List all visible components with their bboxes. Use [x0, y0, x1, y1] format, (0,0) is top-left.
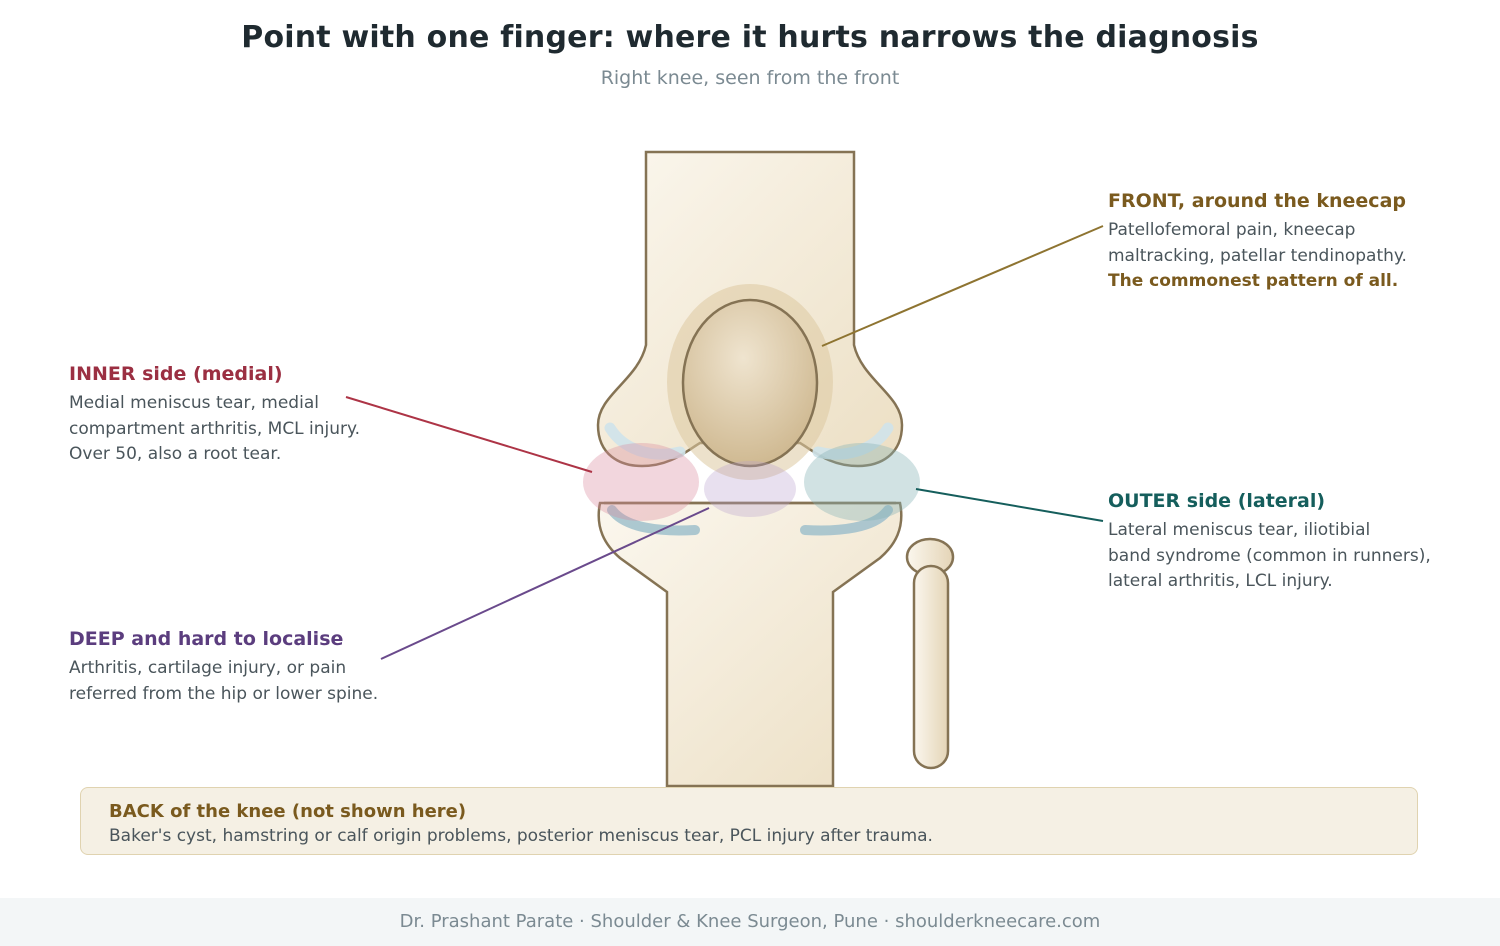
front-callout: FRONT, around the kneecap Patellofemoral… — [1108, 188, 1478, 295]
deep-text: Arthritis, cartilage injury, or pain ref… — [69, 658, 379, 704]
front-text: Patellofemoral pain, kneecap maltracking… — [1108, 220, 1407, 266]
tibia-bone — [597, 501, 903, 788]
back-of-knee-box: BACK of the knee (not shown here) Baker'… — [80, 787, 1418, 855]
page-title: Point with one finger: where it hurts na… — [241, 20, 1259, 55]
fibula-shaft — [912, 564, 950, 770]
lateral-pain-zone — [804, 443, 920, 521]
inner-callout: INNER side (medial) Medial meniscus tear… — [69, 361, 399, 468]
front-emphasis: The commonest pattern of all. — [1108, 271, 1399, 291]
inner-leader — [345, 396, 593, 473]
outer-leader — [915, 488, 1104, 522]
lateral-cartilage — [812, 422, 894, 460]
medial-pain-zone — [583, 443, 699, 521]
deep-heading: DEEP and hard to localise — [69, 628, 344, 650]
back-heading: BACK of the knee (not shown here) — [109, 801, 467, 822]
back-text: Baker's cyst, hamstring or calf origin p… — [109, 826, 933, 846]
footer-text: Dr. Prashant Parate · Shoulder & Knee Su… — [399, 911, 1101, 932]
lateral-meniscus — [800, 505, 893, 536]
patella — [681, 298, 819, 468]
footer: Dr. Prashant Parate · Shoulder & Knee Su… — [0, 898, 1500, 946]
deep-pain-zone — [704, 461, 796, 517]
front-leader — [821, 225, 1104, 347]
medial-cartilage — [604, 422, 686, 460]
outer-heading: OUTER side (lateral) — [1108, 490, 1326, 512]
deep-callout: DEEP and hard to localise Arthritis, car… — [69, 626, 419, 707]
front-heading: FRONT, around the kneecap — [1108, 190, 1406, 212]
inner-text: Medial meniscus tear, medial compartment… — [69, 393, 361, 464]
inner-heading: INNER side (medial) — [69, 363, 283, 385]
outer-callout: OUTER side (lateral) Lateral meniscus te… — [1108, 488, 1478, 595]
page-subtitle: Right knee, seen from the front — [600, 67, 900, 89]
deep-leader — [380, 507, 710, 660]
medial-meniscus — [607, 505, 700, 536]
outer-text: Lateral meniscus tear, iliotibial band s… — [1108, 520, 1431, 591]
